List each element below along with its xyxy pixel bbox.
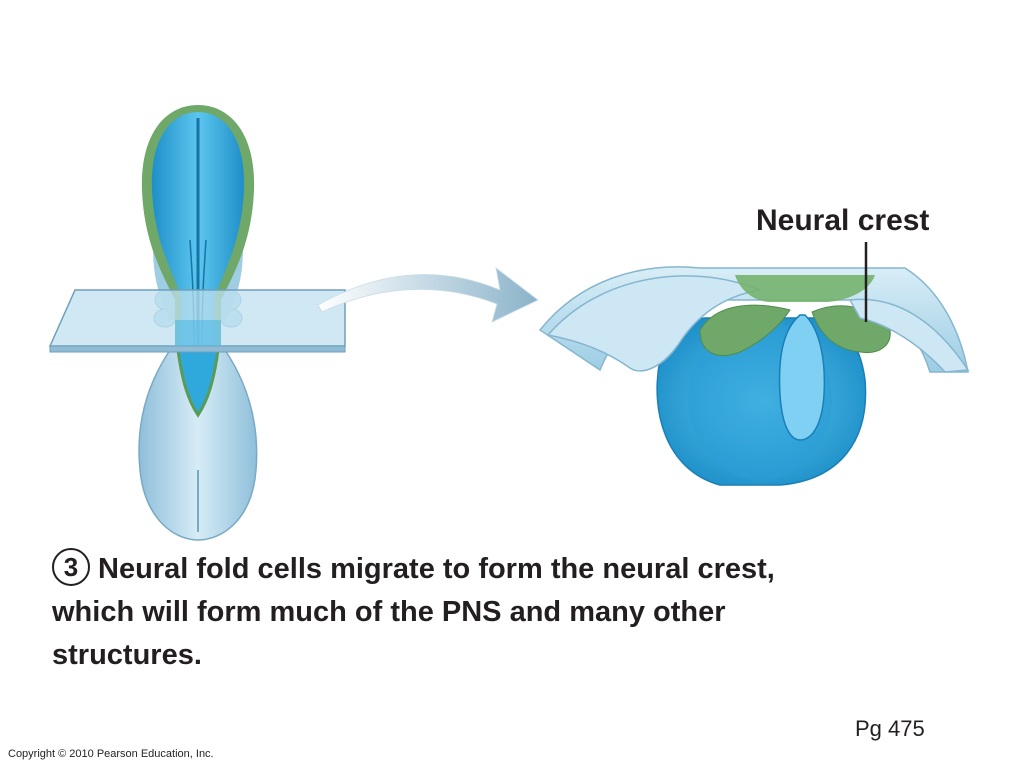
page-reference: Pg 475 — [855, 716, 925, 741]
caption-text-1: Neural fold cells migrate to form the ne… — [98, 553, 775, 585]
section-plane — [48, 289, 346, 353]
caption-line-3: structures. — [52, 639, 202, 671]
neural-tube-cross-section — [538, 266, 970, 486]
embryo-caudal-region — [138, 349, 258, 541]
caption-line-2: which will form much of the PNS and many… — [52, 596, 726, 628]
copyright-notice: Copyright © 2010 Pearson Education, Inc. — [8, 748, 214, 760]
neural-crest-label: Neural crest — [756, 204, 930, 237]
epidermis-sheet — [546, 275, 763, 372]
transition-arrow — [317, 267, 539, 323]
neural-canal — [778, 314, 826, 441]
neural-crest-cells-left — [699, 304, 791, 356]
neural-crest-left — [735, 275, 875, 302]
step-number-badge: 3 — [52, 548, 90, 586]
